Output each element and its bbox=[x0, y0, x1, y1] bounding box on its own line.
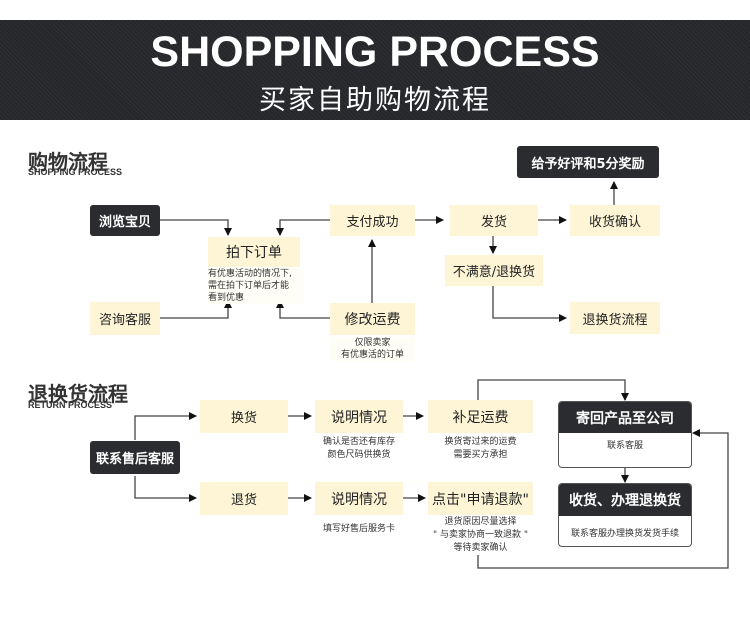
note-line: 等待卖家确认 bbox=[453, 543, 508, 553]
arrow-unsatisfied-returnflow bbox=[492, 286, 567, 322]
arrow-browse-order bbox=[160, 219, 232, 236]
apply-refund-note: 退货原因尽量选择 " 与卖家协商一致退款 " 等待卖家确认 bbox=[428, 516, 533, 555]
note-line: 颜色尺码供换货 bbox=[327, 450, 391, 460]
step-modify-fee: 修改运费 bbox=[330, 303, 415, 335]
note-line: 退货原因尽量选择 bbox=[444, 517, 517, 527]
step-exchange: 换货 bbox=[200, 400, 288, 433]
step-apply-refund: 点击"申请退款" bbox=[428, 482, 533, 515]
pay-fee-note: 换货寄过来的运费 需要买方承担 bbox=[428, 436, 533, 462]
note-line: 换货寄过来的运费 bbox=[444, 437, 517, 447]
step-browse: 浏览宝贝 bbox=[90, 205, 160, 236]
step-ship: 发货 bbox=[450, 205, 538, 236]
order-note-line: 看到优惠 bbox=[208, 293, 245, 303]
step-pay-fee: 补足运费 bbox=[428, 400, 533, 433]
step-receive-card: 收货、办理退换货 联系客服办理换货发货手续 bbox=[558, 483, 692, 547]
step-send-back: 寄回产品至公司 bbox=[559, 402, 691, 433]
arrow-apply-sendback bbox=[477, 429, 729, 569]
returns-section-subtitle: RETURN PROCESS bbox=[28, 400, 113, 410]
page-header: SHOPPING PROCESS 买家自助购物流程 bbox=[0, 20, 750, 120]
modify-note-line: 仅限卖家 bbox=[354, 338, 391, 348]
explain-exchange-note: 确认是否还有库存 颜色尺码供换货 bbox=[315, 436, 403, 462]
header-subtitle: 买家自助购物流程 bbox=[259, 85, 491, 116]
shopping-section-subtitle: SHOPPING PROCESS bbox=[28, 167, 123, 177]
step-confirm: 收货确认 bbox=[570, 205, 660, 236]
arrow-modify-order bbox=[276, 300, 330, 319]
send-back-note: 联系客服 bbox=[606, 441, 643, 451]
step-consult: 咨询客服 bbox=[90, 302, 160, 335]
order-note-line: 需在拍下订单后才能 bbox=[208, 281, 290, 291]
explain-refund-note: 填写好售后服务卡 bbox=[315, 523, 403, 536]
step-order: 拍下订单 bbox=[208, 237, 300, 267]
modify-note: 仅限卖家 有优惠活的订单 bbox=[330, 337, 415, 361]
step-paid: 支付成功 bbox=[330, 205, 415, 236]
note-line: 填写好售后服务卡 bbox=[322, 524, 395, 534]
step-review: 给予好评和5分奖励 bbox=[517, 146, 659, 178]
returns-section-title: 退换货流程 bbox=[28, 382, 128, 406]
arrow-paid-order bbox=[276, 219, 330, 236]
order-note: 有优惠活动的情况下, 需在拍下订单后才能 看到优惠 bbox=[208, 268, 304, 304]
note-line: 需要买方承担 bbox=[453, 450, 508, 460]
shopping-section-title: 购物流程 bbox=[28, 150, 108, 174]
modify-note-line: 有优惠活的订单 bbox=[340, 350, 404, 360]
arrow-contact-exchange bbox=[134, 412, 197, 440]
order-note-line: 有优惠活动的情况下, bbox=[208, 269, 292, 279]
note-line: 确认是否还有库存 bbox=[322, 437, 395, 447]
arrow-payfee-sendback bbox=[477, 379, 629, 402]
step-contact-service: 联系售后客服 bbox=[90, 441, 180, 474]
step-return-flow: 退换货流程 bbox=[570, 302, 660, 334]
step-receive: 收货、办理退换货 bbox=[559, 484, 691, 516]
step-unsatisfied: 不满意/退换货 bbox=[445, 255, 543, 286]
arrow-contact-refund bbox=[134, 476, 197, 502]
header-title: SHOPPING PROCESS bbox=[150, 28, 600, 76]
note-line: " 与卖家协商一致退款 " bbox=[432, 530, 528, 540]
step-explain-refund: 说明情况 bbox=[315, 482, 403, 515]
step-send-back-card: 寄回产品至公司 联系客服 bbox=[558, 401, 692, 468]
arrow-consult-order bbox=[160, 300, 232, 319]
step-refund: 退货 bbox=[200, 482, 288, 515]
step-explain-exchange: 说明情况 bbox=[315, 400, 403, 433]
receive-note: 联系客服办理换货发货手续 bbox=[570, 529, 679, 539]
